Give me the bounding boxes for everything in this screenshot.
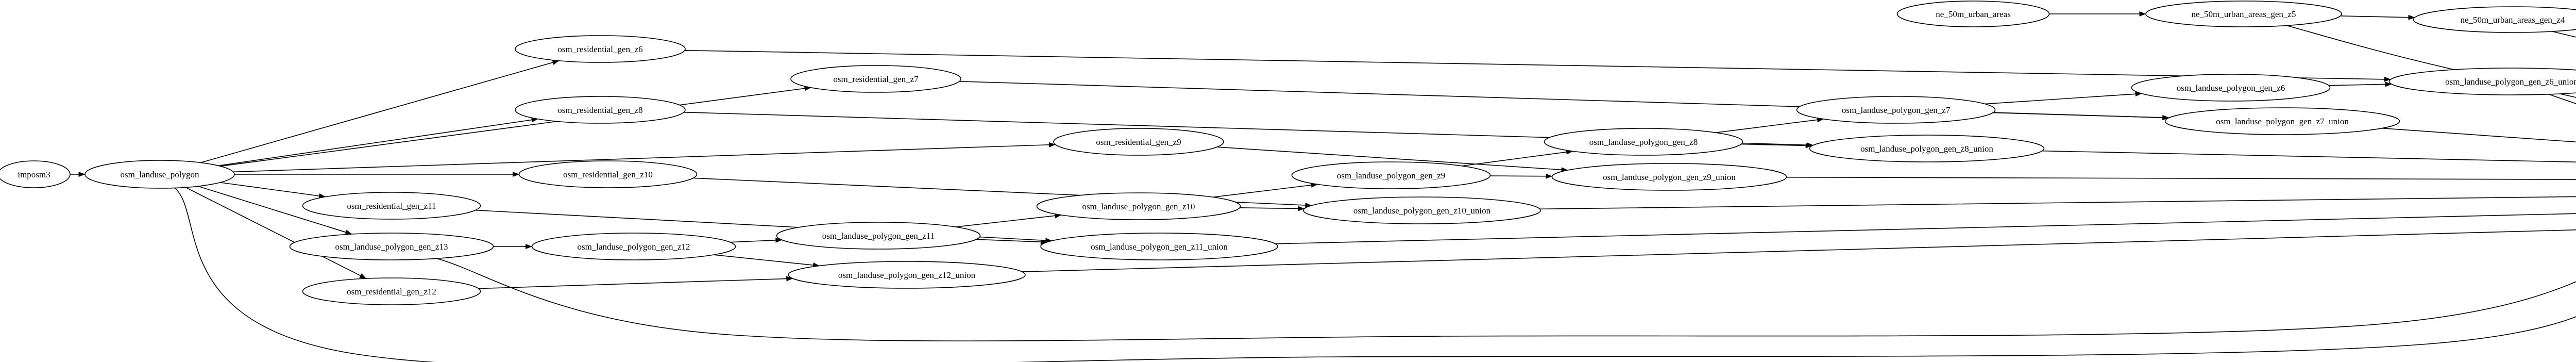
node-osm_landuse_polygon_gen_z9_union: osm_landuse_polygon_gen_z9_union (1551, 163, 1787, 191)
edge-osm_landuse_polygon_gen_z11_union-to-z11 (1275, 213, 2576, 244)
node-osm_residential_gen_z6: osm_residential_gen_z6 (515, 35, 686, 63)
edge-osm_landuse_polygon-to-osm_residential_gen_z8 (218, 117, 538, 167)
node-label-ne_50m_urban_areas: ne_50m_urban_areas (1936, 9, 2010, 19)
edge-osm_landuse_polygon_gen_z10-to-osm_landuse_polygon_gen_z9 (1213, 182, 1318, 198)
node-osm_landuse_polygon_gen_z9: osm_landuse_polygon_gen_z9 (1291, 161, 1491, 189)
node-label-osm_landuse_polygon_gen_z7_union: osm_landuse_polygon_gen_z7_union (2216, 117, 2349, 126)
node-osm_residential_gen_z9: osm_residential_gen_z9 (1053, 128, 1224, 156)
node-label-osm_residential_gen_z6: osm_residential_gen_z6 (557, 44, 642, 54)
node-osm_landuse_polygon_gen_z11: osm_landuse_polygon_gen_z11 (776, 222, 981, 250)
edge-osm_residential_gen_z7-to-osm_landuse_polygon_gen_z7_union (959, 81, 2170, 121)
node-label-osm_residential_gen_z8: osm_residential_gen_z8 (557, 105, 642, 115)
edge-osm_residential_gen_z11-to-osm_landuse_polygon_gen_z11_union (475, 209, 1053, 243)
node-label-osm_residential_gen_z7: osm_residential_gen_z7 (833, 74, 919, 84)
node-label-osm_landuse_polygon_gen_z10_union: osm_landuse_polygon_gen_z10_union (1353, 206, 1491, 216)
node-label-osm_landuse_polygon_gen_z11_union: osm_landuse_polygon_gen_z11_union (1091, 242, 1228, 252)
node-osm_landuse_polygon_gen_z6: osm_landuse_polygon_gen_z6 (2131, 74, 2331, 102)
node-label-osm_landuse_polygon_gen_z12_union: osm_landuse_polygon_gen_z12_union (838, 270, 976, 280)
edge-osm_landuse_polygon-to-osm_residential_gen_z7 (220, 86, 811, 167)
node-osm_landuse_polygon_gen_z8_union: osm_landuse_polygon_gen_z8_union (1809, 135, 2045, 162)
node-osm_landuse_polygon_gen_z7: osm_landuse_polygon_gen_z7 (1796, 96, 1996, 124)
node-osm_landuse_polygon_gen_z7_union: osm_landuse_polygon_gen_z7_union (2164, 107, 2400, 135)
node-label-osm_landuse_polygon: osm_landuse_polygon (121, 170, 199, 179)
edge-ne_50m_urban_areas_gen_z5-to-ne_50m_urban_areas_gen_z4 (2340, 14, 2415, 20)
node-label-osm_residential_gen_z10: osm_residential_gen_z10 (563, 170, 653, 179)
edge-osm_landuse_polygon_gen_z8-to-osm_landuse_polygon_gen_z7 (1716, 117, 1824, 134)
edge-osm_landuse_polygon_gen_z8-to-osm_landuse_polygon_gen_z8_union (1741, 143, 1812, 149)
edge-osm_landuse_polygon_gen_z6_union-to-z6 (2548, 94, 2576, 104)
node-osm_residential_gen_z8: osm_residential_gen_z8 (515, 96, 686, 124)
node-label-osm_landuse_polygon_gen_z11: osm_landuse_polygon_gen_z11 (822, 231, 935, 241)
node-label-osm_landuse_polygon_gen_z13: osm_landuse_polygon_gen_z13 (335, 242, 448, 252)
node-osm_landuse_polygon_gen_z12: osm_landuse_polygon_gen_z12 (531, 233, 736, 260)
edge-osm_landuse_polygon_gen_z10_union-to-z10 (1539, 196, 2576, 210)
node-label-osm_landuse_polygon_gen_z12: osm_landuse_polygon_gen_z12 (577, 242, 690, 252)
edge-osm_landuse_polygon-to-z14+ (174, 187, 2576, 362)
node-label-imposm3: imposm3 (18, 170, 50, 179)
node-osm_residential_gen_z12: osm_residential_gen_z12 (302, 277, 481, 305)
edge-osm_landuse_polygon_gen_z10-to-osm_landuse_polygon_gen_z10_union (1240, 206, 1305, 211)
node-label-osm_residential_gen_z9: osm_residential_gen_z9 (1096, 137, 1181, 147)
node-label-osm_landuse_polygon_gen_z8_union: osm_landuse_polygon_gen_z8_union (1860, 144, 1993, 154)
edge-ne_50m_urban_areas_gen_z4-to-z4 (2552, 31, 2576, 38)
edge-osm_landuse_polygon_gen_z9_union-to-z9 (1786, 176, 2576, 180)
nodes-layer: layer_landusez4z5z6z7z8z9z10z11z12z13z14… (0, 1, 2576, 305)
edge-osm_landuse_polygon_gen_z12-to-osm_landuse_polygon_gen_z12_union (714, 254, 820, 268)
edge-osm_landuse_polygon_gen_z7-to-osm_landuse_polygon_gen_z6 (1985, 91, 2142, 105)
node-ne_50m_urban_areas: ne_50m_urban_areas (1896, 1, 2050, 27)
node-label-osm_landuse_polygon_gen_z9: osm_landuse_polygon_gen_z9 (1337, 171, 1446, 180)
node-imposm3: imposm3 (0, 160, 71, 188)
edge-osm_landuse_polygon_gen_z11-to-osm_landuse_polygon_gen_z11_union (976, 239, 1047, 245)
edge-osm_landuse_polygon-to-osm_residential_gen_z9 (233, 142, 1056, 173)
node-label-ne_50m_urban_areas_gen_z5: ne_50m_urban_areas_gen_z5 (2192, 9, 2296, 19)
node-label-ne_50m_urban_areas_gen_z4: ne_50m_urban_areas_gen_z4 (2461, 15, 2565, 25)
node-ne_50m_urban_areas_gen_z5: ne_50m_urban_areas_gen_z5 (2145, 1, 2342, 27)
node-label-osm_residential_gen_z11: osm_residential_gen_z11 (347, 201, 436, 211)
edge-osm_residential_gen_z12-to-osm_landuse_polygon_gen_z12_union (478, 276, 793, 289)
edge-osm_landuse_polygon_gen_z12-to-osm_landuse_polygon_gen_z11 (730, 237, 783, 243)
edges-layer (70, 11, 2576, 362)
node-osm_residential_gen_z7: osm_residential_gen_z7 (790, 65, 961, 93)
edge-osm_landuse_polygon_gen_z7_union-to-z7 (2382, 127, 2576, 143)
edge-osm_landuse_polygon_gen_z8_union-to-z8 (2042, 150, 2576, 162)
node-osm_landuse_polygon_gen_z11_union: osm_landuse_polygon_gen_z11_union (1040, 233, 1278, 260)
node-label-osm_landuse_polygon_gen_z6: osm_landuse_polygon_gen_z6 (2177, 83, 2285, 93)
node-osm_landuse_polygon_gen_z12_union: osm_landuse_polygon_gen_z12_union (788, 261, 1026, 289)
node-osm_landuse_polygon: osm_landuse_polygon (84, 160, 235, 189)
edge-ne_50m_urban_areas_gen_z5-to-z5 (2286, 25, 2576, 98)
node-label-osm_landuse_polygon_gen_z9_union: osm_landuse_polygon_gen_z9_union (1603, 172, 1736, 182)
edge-osm_landuse_polygon_gen_z11-to-osm_landuse_polygon_gen_z10 (955, 213, 1062, 227)
edge-osm_landuse_polygon_gen_z6-to-osm_landuse_polygon_gen_z6_union (2328, 81, 2392, 87)
edge-osm_landuse_polygon_gen_z12_union-to-z12 (1022, 229, 2576, 272)
node-label-osm_residential_gen_z12: osm_residential_gen_z12 (347, 287, 436, 297)
node-osm_residential_gen_z11: osm_residential_gen_z11 (302, 192, 481, 220)
edge-osm_landuse_polygon_gen_z9-to-osm_landuse_polygon_gen_z8 (1462, 149, 1573, 167)
node-ne_50m_urban_areas_gen_z4: ne_50m_urban_areas_gen_z4 (2413, 6, 2576, 33)
node-label-osm_landuse_polygon_gen_z10: osm_landuse_polygon_gen_z10 (1082, 202, 1195, 211)
edge-osm_residential_gen_z9-to-osm_landuse_polygon_gen_z9_union (1217, 146, 1568, 173)
edge-osm_residential_gen_z6-to-osm_landuse_polygon_gen_z6_union (685, 50, 2391, 82)
edge-osm_landuse_polygon-to-osm_residential_gen_z6 (200, 60, 560, 163)
edge-osm_landuse_polygon-to-osm_residential_gen_z12 (185, 187, 367, 279)
node-osm_landuse_polygon_gen_z8: osm_landuse_polygon_gen_z8 (1544, 128, 1743, 156)
node-osm_residential_gen_z10: osm_residential_gen_z10 (518, 160, 698, 188)
edge-osm_landuse_polygon-to-osm_residential_gen_z11 (220, 182, 326, 199)
node-label-osm_landuse_polygon_gen_z6_union: osm_landuse_polygon_gen_z6_union (2445, 77, 2576, 87)
edge-osm_landuse_polygon-to-osm_landuse_polygon_gen_z13 (198, 186, 352, 235)
node-osm_landuse_polygon_gen_z10: osm_landuse_polygon_gen_z10 (1036, 192, 1241, 220)
node-osm_landuse_polygon_gen_z13: osm_landuse_polygon_gen_z13 (289, 233, 494, 260)
node-osm_landuse_polygon_gen_z10_union: osm_landuse_polygon_gen_z10_union (1303, 196, 1541, 224)
node-label-osm_landuse_polygon_gen_z8: osm_landuse_polygon_gen_z8 (1589, 137, 1698, 147)
edge-osm_landuse_polygon_gen_z13-to-z13 (436, 258, 2576, 341)
node-osm_landuse_polygon_gen_z6_union: osm_landuse_polygon_gen_z6_union (2388, 68, 2576, 95)
node-label-osm_landuse_polygon_gen_z7: osm_landuse_polygon_gen_z7 (1842, 105, 1951, 115)
